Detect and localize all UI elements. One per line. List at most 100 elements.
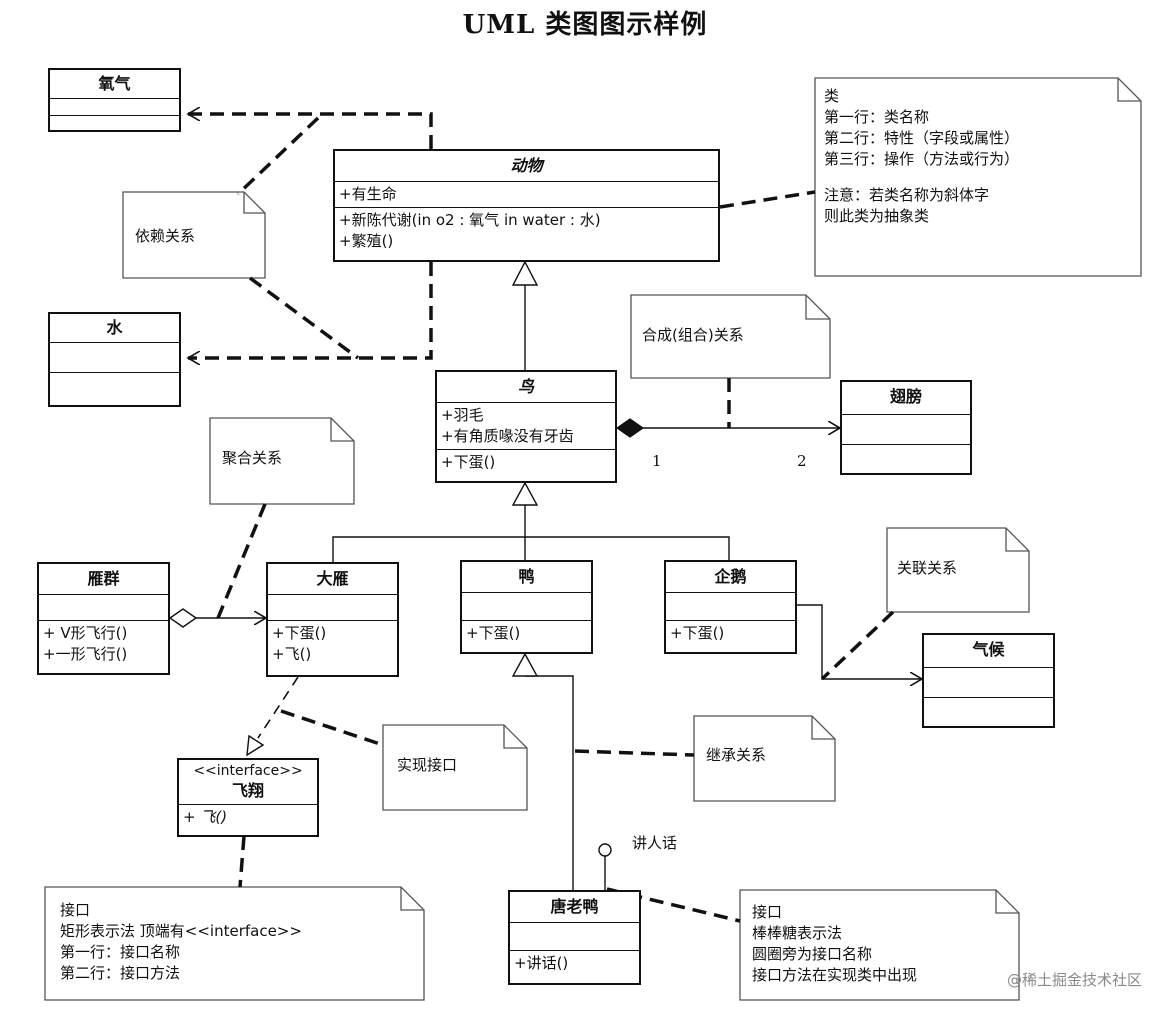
note-line: 接口方法在实现类中出现 [752, 966, 918, 984]
class-note: 类 第一行：类名称 第二行：特性（字段或属性） 第三行：操作（方法或行为） 注意… [824, 86, 1019, 227]
class-attributes: +有生命 [335, 181, 718, 207]
note-line: 则此类为抽象类 [824, 207, 930, 225]
composition-note: 合成(组合)关系 [642, 325, 744, 346]
class-attributes [924, 667, 1053, 697]
generalization-triangle-bird [511, 481, 539, 506]
realization-triangle [246, 734, 265, 757]
class-operations: +下蛋() +飞() [268, 620, 397, 667]
aggregation-note-anchor [216, 503, 267, 619]
operation: +下蛋() [272, 624, 327, 642]
class-operations: +下蛋() [666, 620, 795, 646]
dependency-edge-water [188, 262, 433, 358]
operation: +讲话() [514, 954, 569, 972]
class-operations: +新陈代谢(in o2 : 氧气 in water : 水) +繁殖() [335, 207, 718, 254]
diagram-title: UML 类图图示样例 [462, 10, 708, 40]
class-operations [842, 444, 970, 473]
class-name: 唐老鸭 [550, 897, 599, 916]
realization-note-anchor [280, 709, 384, 747]
realization-edge [257, 676, 299, 739]
note-line: 聚合关系 [222, 449, 283, 467]
aggregation-note: 聚合关系 [222, 448, 282, 469]
class-name: 翅膀 [889, 387, 922, 406]
class-name: 鸭 [518, 567, 535, 586]
lollipop-circle [598, 843, 612, 857]
operation: +一形飞行() [43, 645, 128, 663]
note-line [824, 170, 1019, 185]
generalization-triangle-animal [511, 260, 539, 286]
class-operations: +讲话() [510, 950, 639, 976]
operation: +新陈代谢(in o2 : 氧气 in water : 水) [339, 211, 601, 229]
class-attributes [50, 98, 179, 115]
note-line: 依赖关系 [135, 227, 196, 245]
note-line: 类 [824, 87, 840, 105]
association-note: 关联关系 [897, 558, 957, 579]
interface-rect-note: 接口 矩形表示法 顶端有<<interface>> 第一行：接口名称 第二行：接… [60, 900, 302, 984]
note-line: 圆圈旁为接口名称 [752, 945, 873, 963]
note-line: 第三行：操作（方法或行为） [824, 150, 1020, 168]
note-line: 关联关系 [897, 559, 958, 577]
dependency-edge-oxygen [188, 114, 433, 149]
composition-note-shape [630, 294, 831, 379]
class-bird: 鸟 +羽毛 +有角质喙没有牙齿 +下蛋() [435, 370, 617, 483]
interface-rect-note-shape [44, 886, 425, 1001]
note-line: 第二行：接口方法 [60, 964, 181, 982]
note-line: 第一行：类名称 [824, 108, 930, 126]
inheritance-edge-donald-duck [525, 675, 574, 890]
interface-operations: + 飞() [179, 804, 317, 830]
class-operations: + V形飞行() +一形飞行() [39, 620, 168, 667]
class-name: 鸟 [517, 377, 534, 396]
class-attributes [39, 594, 168, 620]
note-line: 继承关系 [706, 746, 767, 764]
operation: +繁殖() [339, 232, 394, 250]
class-duck: 鸭 +下蛋() [460, 560, 593, 654]
dependency-note-anchor-top [236, 116, 320, 196]
interface-lollipop-note: 接口 棒棒糖表示法 圆圈旁为接口名称 接口方法在实现类中出现 [752, 902, 917, 986]
attribute: +有生命 [339, 185, 397, 203]
class-name: 动物 [510, 156, 543, 175]
class-water: 水 [48, 312, 181, 407]
note-line: 接口 [60, 901, 91, 919]
interface-rect-note-anchor [238, 835, 246, 888]
multiplicity-label-2: 2 [797, 452, 807, 470]
class-wing: 翅膀 [840, 380, 972, 475]
note-line: 注意：若类名称为斜体字 [824, 186, 990, 204]
realization-note: 实现接口 [397, 755, 457, 776]
inheritance-note-anchor [574, 749, 695, 757]
class-attributes [510, 922, 639, 950]
realization-note-shape [382, 724, 528, 811]
interface-lollipop-note-shape [739, 889, 1020, 1001]
class-name: 企鹅 [714, 567, 747, 586]
inheritance-note: 继承关系 [706, 745, 766, 766]
class-penguin: 企鹅 +下蛋() [664, 560, 797, 654]
class-operations [50, 115, 179, 132]
aggregation-diamond [168, 608, 198, 628]
interface-fly: <<interface>> 飞翔 + 飞() [177, 758, 319, 837]
dependency-note: 依赖关系 [135, 226, 195, 247]
class-operations: +下蛋() [462, 620, 591, 646]
operation: +飞() [272, 645, 312, 663]
interface-stereotype: <<interface>> [193, 763, 303, 779]
operation: +下蛋() [466, 624, 521, 642]
class-name: 氧气 [98, 74, 131, 93]
note-line: 第二行：特性（字段或属性） [824, 129, 1020, 147]
association-note-shape [886, 527, 1030, 613]
class-animal: 动物 +有生命 +新陈代谢(in o2 : 氧气 in water : 水) +… [333, 149, 720, 262]
class-name: 大雁 [316, 569, 349, 588]
watermark: @稀土掘金技术社区 [1006, 971, 1142, 989]
note-line: 实现接口 [397, 756, 458, 774]
class-operations [50, 372, 179, 403]
inheritance-edge-goose [332, 536, 730, 562]
note-line: 第一行：接口名称 [60, 943, 181, 961]
lollipop-interface-name: 讲人话 [632, 834, 678, 852]
operation: + V形飞行() [43, 624, 128, 642]
class-operations: +下蛋() [437, 449, 615, 475]
dependency-note-shape [122, 191, 266, 279]
class-attributes [666, 592, 795, 620]
class-name: 水 [106, 318, 123, 337]
dependency-note-anchor-bottom [248, 276, 360, 360]
class-attributes: +羽毛 +有角质喙没有牙齿 [437, 402, 615, 449]
attribute: +有角质喙没有牙齿 [441, 427, 574, 445]
operation: + 飞() [183, 808, 228, 826]
class-oxygen: 氧气 [48, 68, 181, 132]
